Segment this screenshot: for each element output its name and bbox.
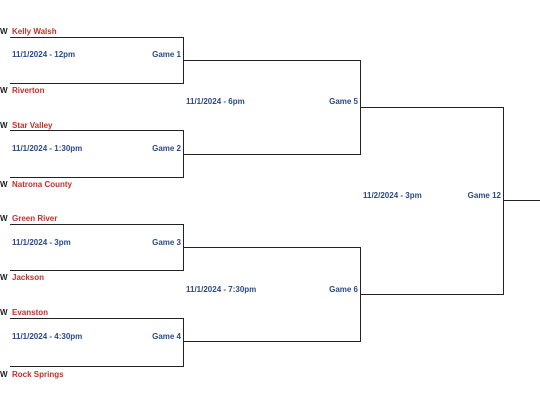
bracket-line: [504, 200, 540, 201]
bracket-line: [184, 341, 361, 342]
bracket-line: [360, 60, 361, 155]
team-name-top[interactable]: Star Valley: [12, 121, 53, 130]
game-time: 11/1/2024 - 12pm: [12, 50, 76, 59]
bracket-line: [10, 366, 184, 367]
bracket-line: [10, 83, 184, 84]
team-name-bottom[interactable]: Riverton: [12, 86, 45, 95]
bracket-line: [183, 318, 184, 367]
game-time: 11/1/2024 - 1:30pm: [12, 144, 83, 153]
seed-marker: W: [0, 370, 8, 379]
bracket-line: [503, 107, 504, 295]
bracket-line: [184, 247, 361, 248]
bracket-line: [10, 224, 184, 225]
game-label[interactable]: Game 3: [152, 238, 181, 247]
bracket-line: [184, 154, 361, 155]
seed-marker: W: [0, 214, 8, 223]
game-time: 11/1/2024 - 3pm: [12, 238, 71, 247]
game-time: 11/1/2024 - 6pm: [186, 97, 245, 106]
bracket-line: [10, 130, 184, 131]
game-time: 11/2/2024 - 3pm: [363, 191, 422, 200]
bracket-line: [10, 177, 184, 178]
bracket-line: [10, 270, 184, 271]
seed-marker: W: [0, 121, 8, 130]
seed-marker: W: [0, 273, 8, 282]
game-label[interactable]: Game 2: [152, 144, 181, 153]
game-time: 11/1/2024 - 4:30pm: [12, 332, 83, 341]
seed-marker: W: [0, 180, 8, 189]
team-name-bottom[interactable]: Natrona County: [12, 180, 72, 189]
team-name-top[interactable]: Green River: [12, 214, 58, 223]
bracket-line: [360, 247, 361, 342]
seed-marker: W: [0, 27, 8, 36]
game-label[interactable]: Game 4: [152, 332, 181, 341]
bracket-line: [183, 37, 184, 84]
team-name-bottom[interactable]: Rock Springs: [12, 370, 64, 379]
bracket-line: [10, 318, 184, 319]
bracket-line: [183, 224, 184, 271]
bracket-line: [10, 37, 184, 38]
bracket-line: [183, 130, 184, 178]
bracket-line: [361, 294, 504, 295]
game-label[interactable]: Game 5: [329, 97, 358, 106]
game-time: 11/1/2024 - 7:30pm: [186, 285, 257, 294]
bracket-line: [184, 60, 361, 61]
seed-marker: W: [0, 86, 8, 95]
team-name-bottom[interactable]: Jackson: [12, 273, 45, 282]
team-name-top[interactable]: Kelly Walsh: [12, 27, 57, 36]
game-label[interactable]: Game 1: [152, 50, 181, 59]
game-label[interactable]: Game 12: [467, 191, 501, 200]
game-label[interactable]: Game 6: [329, 285, 358, 294]
seed-marker: W: [0, 308, 8, 317]
bracket-line: [361, 107, 504, 108]
team-name-top[interactable]: Evanston: [12, 308, 49, 317]
